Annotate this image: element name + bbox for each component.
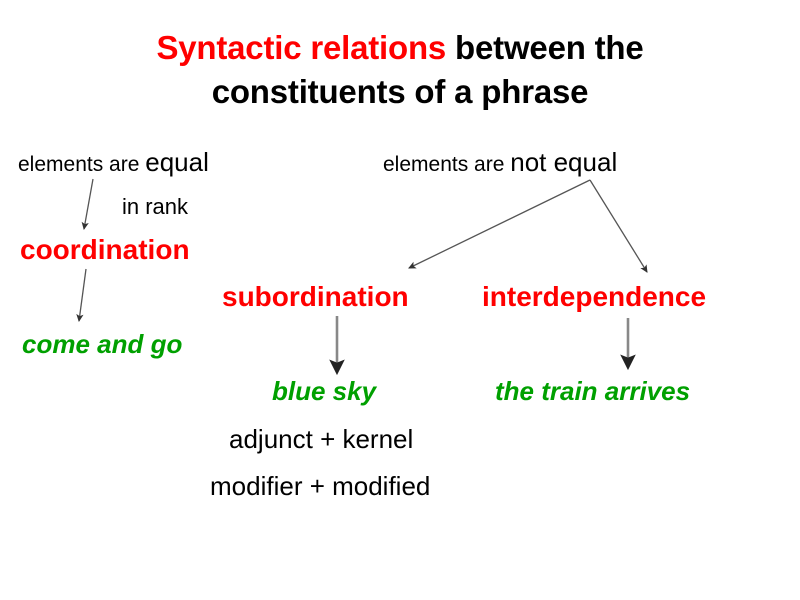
footnote-adjunct-kernel: adjunct + kernel (229, 424, 414, 454)
term-coordination: coordination (20, 234, 190, 265)
left-lead-small: elements are (18, 153, 146, 176)
title-line2: constituents of a phrase (211, 72, 589, 110)
title-highlight: Syntactic relations (156, 29, 447, 66)
term-interdependence: interdependence (482, 281, 707, 312)
left-lead-continuation: in rank (122, 194, 189, 219)
arrow-equal-to-coordination (81, 178, 94, 231)
left-lead-text: elements are equal (18, 149, 209, 175)
right-lead-text: elements are not equal (383, 149, 617, 175)
title-rest: between the (446, 29, 644, 66)
example-subordination: blue sky (272, 376, 377, 406)
footnote-modifier-modified: modifier + modified (210, 471, 431, 501)
example-interdependence: the train arrives (495, 376, 691, 406)
right-lead-big: not equal (510, 147, 618, 177)
example-coordination: come and go (22, 329, 183, 359)
arrow-notequal-to-interdependence (589, 179, 648, 273)
right-lead-small: elements are (383, 153, 511, 176)
arrow-notequal-to-subordination (408, 179, 591, 269)
left-lead-big: equal (145, 147, 209, 177)
page-title: Syntactic relations between the constitu… (0, 26, 800, 113)
term-subordination: subordination (222, 281, 409, 312)
arrow-coordination-to-example (76, 268, 87, 323)
